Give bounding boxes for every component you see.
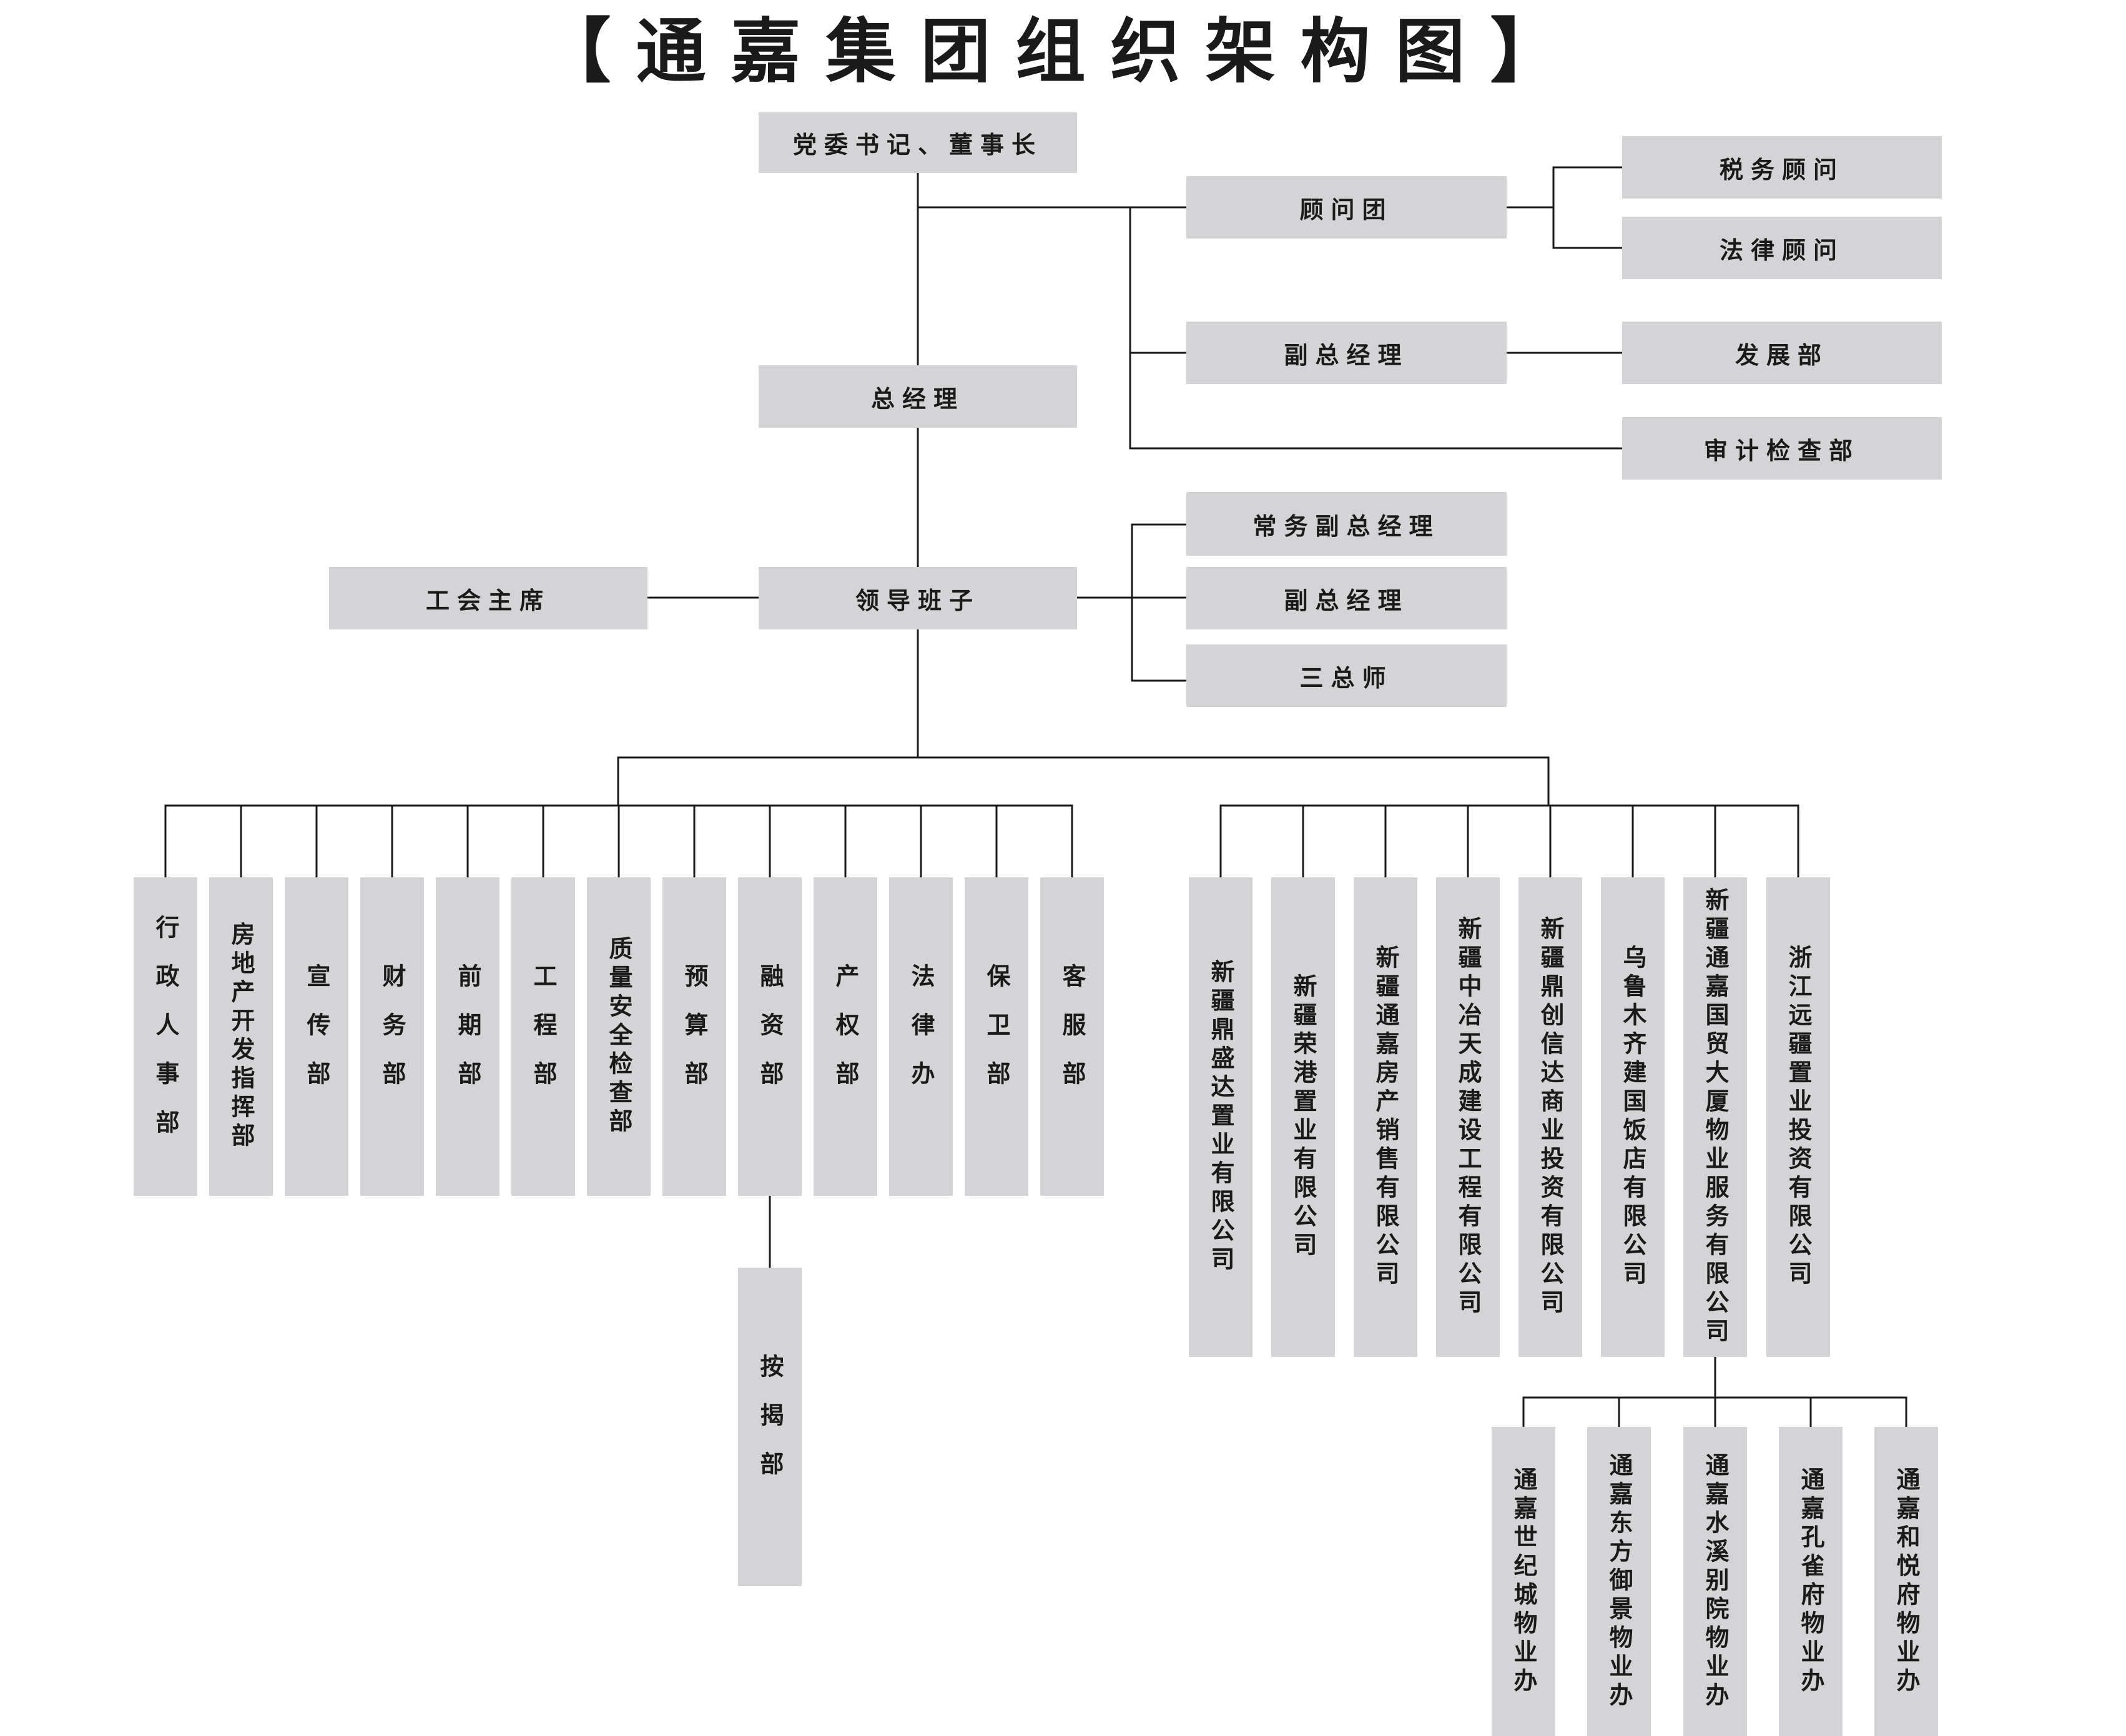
- advisory-group-label: 顾问团: [1299, 195, 1394, 224]
- leadership-member-box: 副总经理: [1186, 567, 1507, 629]
- leadership-member-label: 副总经理: [1284, 586, 1409, 614]
- property-office-label: 通嘉世纪城物业办: [1510, 1466, 1538, 1697]
- general-manager-box: 总经理: [759, 365, 1077, 428]
- department-label: 财务部: [378, 964, 406, 1110]
- property-office-box: 通嘉孔雀府物业办: [1779, 1427, 1843, 1736]
- company-box: 新疆通嘉国贸大厦物业服务有限公司: [1683, 877, 1747, 1357]
- tax-advisor-label: 税务顾问: [1719, 155, 1844, 184]
- department-label: 质量安全检查部: [605, 936, 633, 1137]
- company-box: 新疆鼎创信达商业投资有限公司: [1518, 877, 1582, 1357]
- company-label: 新疆中冶天成建设工程有限公司: [1454, 916, 1482, 1318]
- union-chair-label: 工会主席: [425, 586, 551, 614]
- department-box: 房地产开发指挥部: [209, 877, 273, 1196]
- advisory-bus-line: [1129, 206, 1623, 450]
- department-label: 产权部: [832, 964, 860, 1110]
- company-box: 新疆荣港置业有限公司: [1271, 877, 1335, 1357]
- department-box: 工程部: [511, 877, 575, 1196]
- company-label: 新疆荣港置业有限公司: [1289, 974, 1317, 1261]
- company-label: 新疆通嘉国贸大厦物业服务有限公司: [1701, 887, 1730, 1347]
- leadership-box: 领导班子: [759, 567, 1077, 629]
- company-label: 新疆通嘉房产销售有限公司: [1372, 945, 1400, 1290]
- property-office-box: 通嘉水溪别院物业办: [1683, 1427, 1747, 1736]
- general-manager-label: 总经理: [870, 384, 965, 413]
- department-label: 宣传部: [303, 964, 331, 1110]
- mortgage-dept-box: 按揭部: [738, 1268, 802, 1586]
- company-ticks: [1219, 804, 1799, 879]
- vice-gm-label: 副总经理: [1284, 340, 1409, 369]
- department-ticks: [164, 804, 1073, 879]
- chart-title: 【通嘉集团组织架构图】: [541, 11, 1585, 92]
- company-box: 新疆鼎盛达置业有限公司: [1189, 877, 1252, 1357]
- leadership-member-label: 三总师: [1299, 663, 1394, 692]
- leadership-member-label: 常务副总经理: [1252, 511, 1440, 540]
- company-label: 新疆鼎盛达置业有限公司: [1207, 959, 1235, 1275]
- company-label: 乌鲁木齐建国饭店有限公司: [1619, 945, 1647, 1290]
- department-label: 法律办: [907, 964, 935, 1110]
- department-label: 融资部: [756, 964, 784, 1110]
- property-office-label: 通嘉东方御景物业办: [1605, 1452, 1633, 1711]
- company-box: 浙江远疆置业投资有限公司: [1766, 877, 1830, 1357]
- department-box: 质量安全检查部: [587, 877, 651, 1196]
- department-label: 保卫部: [983, 964, 1011, 1110]
- department-box: 客服部: [1040, 877, 1104, 1196]
- legal-advisor-label: 法律顾问: [1719, 235, 1844, 264]
- property-office-box: 通嘉和悦府物业办: [1874, 1427, 1938, 1736]
- vice-gm-box: 副总经理: [1186, 322, 1507, 384]
- department-box: 行政人事部: [134, 877, 197, 1196]
- department-label: 客服部: [1058, 964, 1086, 1110]
- department-box: 法律办: [889, 877, 953, 1196]
- company-box: 新疆中冶天成建设工程有限公司: [1436, 877, 1500, 1357]
- audit-dept-label: 审计检查部: [1703, 436, 1860, 465]
- property-office-box: 通嘉世纪城物业办: [1492, 1427, 1555, 1736]
- department-box: 保卫部: [965, 877, 1028, 1196]
- department-label: 行政人事部: [152, 915, 180, 1158]
- property-office-label: 通嘉和悦府物业办: [1892, 1466, 1921, 1697]
- department-label: 工程部: [529, 964, 558, 1110]
- department-box: 预算部: [662, 877, 726, 1196]
- company-box: 新疆通嘉房产销售有限公司: [1354, 877, 1417, 1357]
- leadership-member-box: 常务副总经理: [1186, 492, 1507, 556]
- union-chair-box: 工会主席: [329, 567, 647, 629]
- development-dept-label: 发展部: [1735, 340, 1829, 369]
- property-ticks: [1522, 1396, 1907, 1428]
- department-box: 产权部: [814, 877, 877, 1196]
- development-dept-box: 发展部: [1622, 322, 1942, 384]
- department-label: 房地产开发指挥部: [227, 922, 255, 1152]
- financing-dept-box: 融资部: [738, 877, 802, 1196]
- legal-advisor-box: 法律顾问: [1622, 217, 1942, 279]
- department-label: 预算部: [681, 964, 709, 1110]
- chairman-box: 党委书记、董事长: [759, 112, 1077, 173]
- company-label: 新疆鼎创信达商业投资有限公司: [1537, 916, 1565, 1318]
- audit-dept-box: 审计检查部: [1622, 417, 1942, 480]
- department-label: 前期部: [454, 964, 482, 1110]
- department-box: 财务部: [360, 877, 424, 1196]
- property-office-box: 通嘉东方御景物业办: [1587, 1427, 1651, 1736]
- property-office-label: 通嘉孔雀府物业办: [1797, 1466, 1825, 1697]
- company-box: 乌鲁木齐建国饭店有限公司: [1601, 877, 1665, 1357]
- property-office-label: 通嘉水溪别院物业办: [1701, 1452, 1730, 1711]
- chairman-label: 党委书记、董事长: [792, 131, 1043, 159]
- mortgage-dept-label: 按揭部: [756, 1354, 784, 1500]
- department-box: 宣传部: [285, 877, 348, 1196]
- company-label: 浙江远疆置业投资有限公司: [1784, 945, 1813, 1290]
- leadership-member-box: 三总师: [1186, 644, 1507, 707]
- department-box: 前期部: [436, 877, 500, 1196]
- tax-advisor-box: 税务顾问: [1622, 136, 1942, 199]
- leadership-label: 领导班子: [855, 586, 980, 614]
- advisory-group-box: 顾问团: [1186, 176, 1507, 239]
